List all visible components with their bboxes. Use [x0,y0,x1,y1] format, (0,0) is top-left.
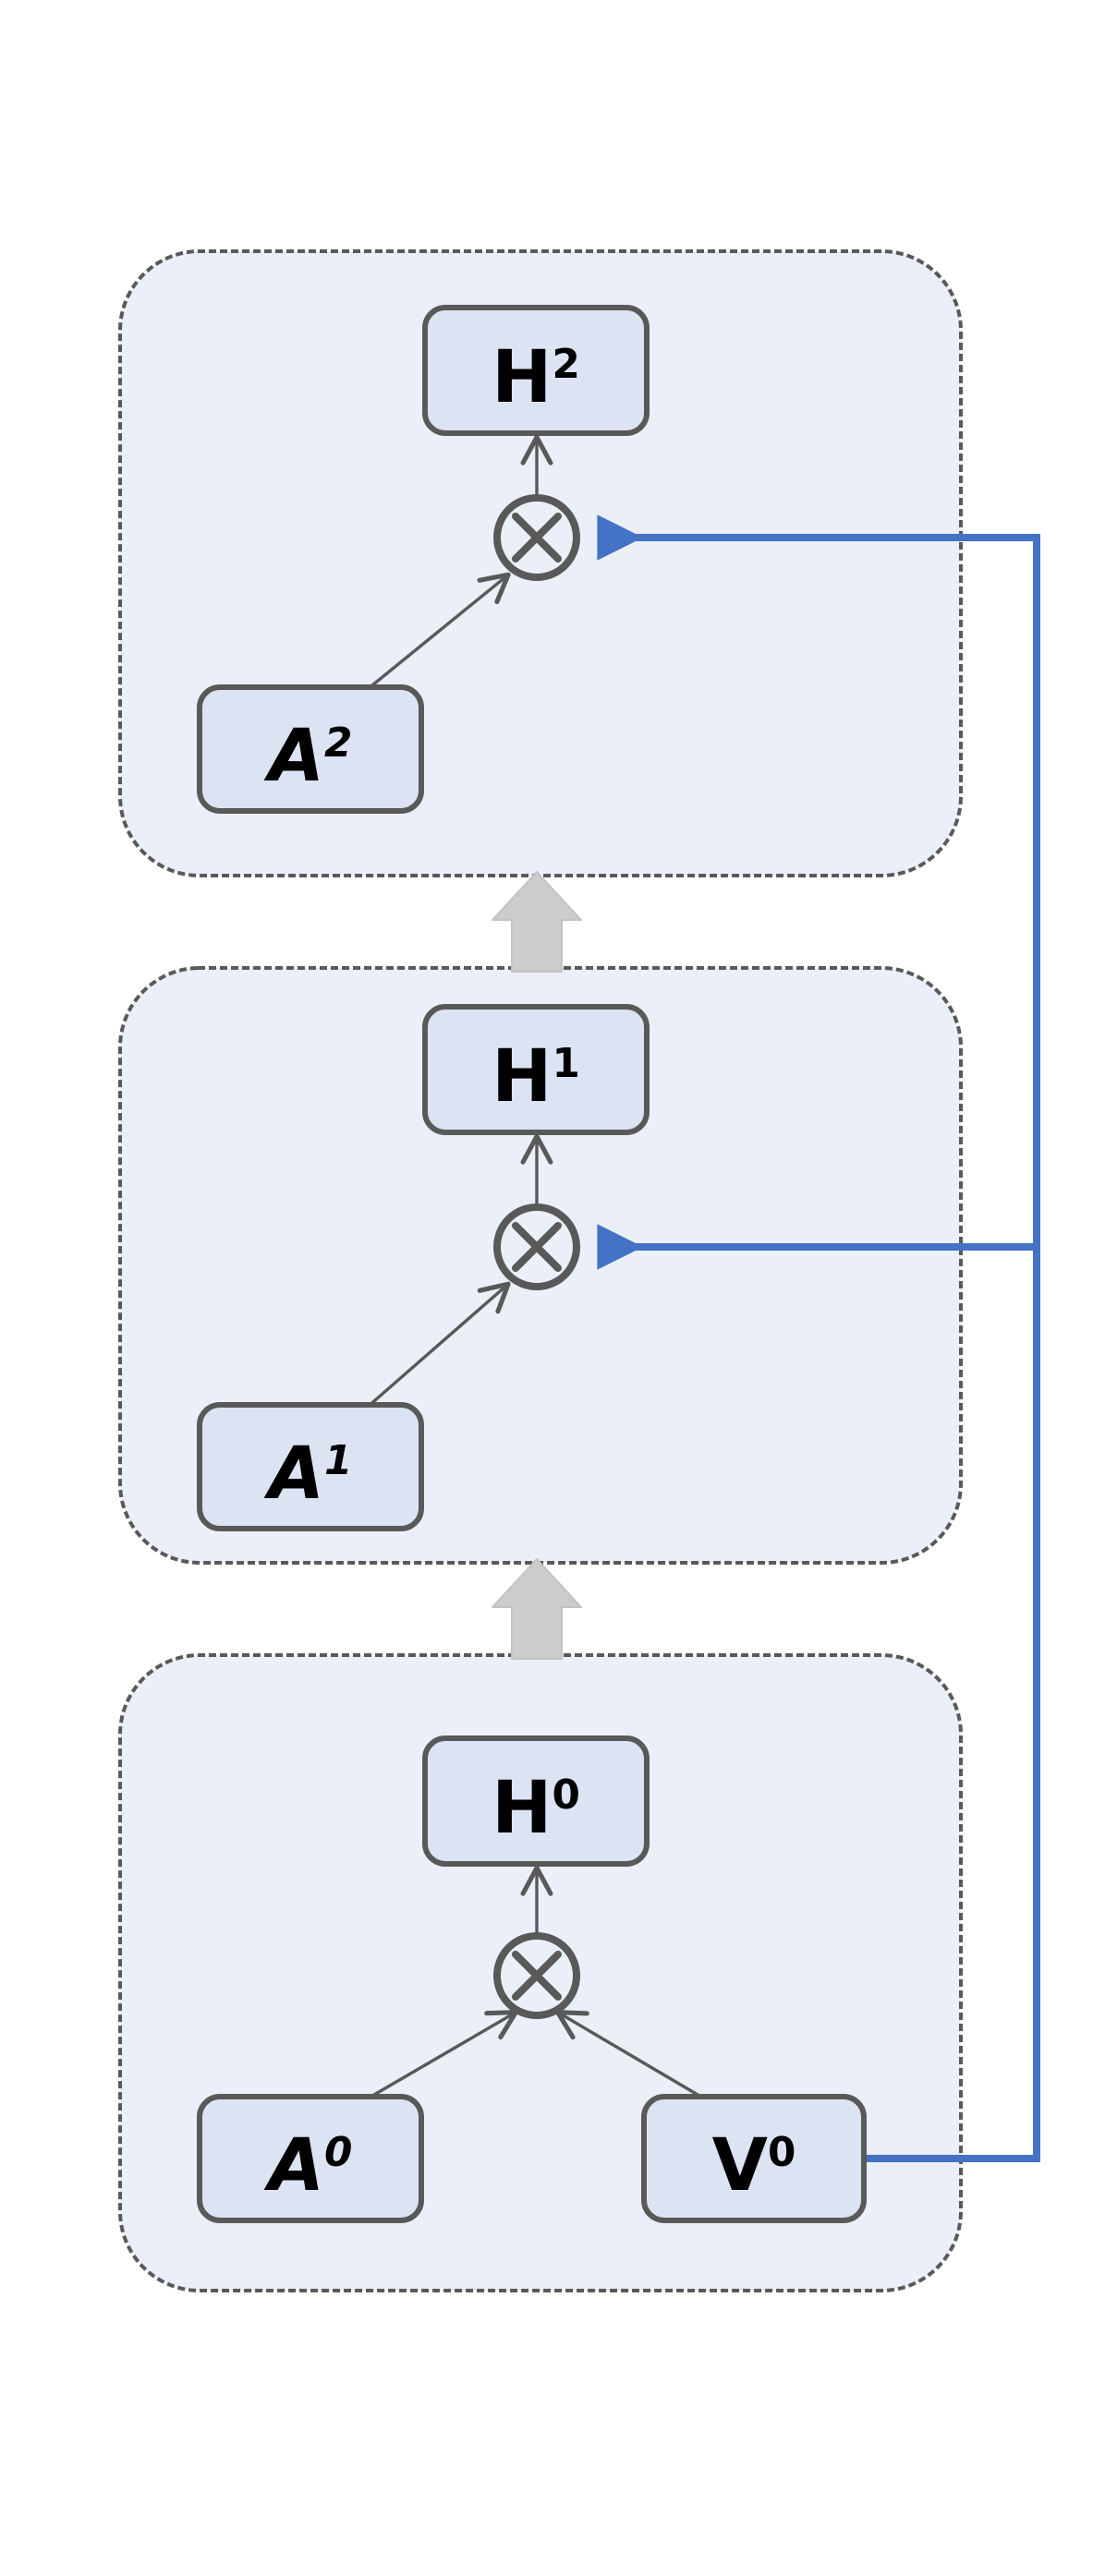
edge-a2-to-mul2 [366,572,511,691]
multiply-cross-icon [512,513,562,562]
stage-arrow-up-lower-icon [492,1558,582,1660]
node-a1-box [197,1402,424,1531]
node-v0[interactable]: V0 [641,2094,867,2223]
node-a2-label: A2 [263,715,353,798]
node-a0[interactable]: A0 [197,2094,424,2223]
operator-multiply-2[interactable] [493,494,580,581]
edge-v0-to-mul0 [555,2010,705,2100]
edge-a1-to-mul1 [366,1281,511,1409]
node-h1[interactable]: H1 [422,1004,650,1135]
node-h2[interactable]: H2 [422,305,650,436]
multiply-cross-icon [512,1951,562,2001]
node-h1-label: H1 [492,1035,580,1119]
node-a0-box [197,2094,424,2223]
operator-multiply-0[interactable] [493,1932,580,2019]
node-a2-box [197,684,424,814]
node-h0-label: H0 [492,1767,580,1850]
node-h0[interactable]: H0 [422,1735,650,1867]
node-h2-label: H2 [492,336,580,419]
node-a1[interactable]: A1 [197,1402,424,1531]
node-a1-label: A1 [263,1433,353,1516]
node-h2-box [422,305,650,436]
node-h1-box [422,1004,650,1135]
node-v0-box [641,2094,867,2223]
node-h0-box [422,1735,650,1867]
stage-arrow-up-upper-icon [492,871,582,973]
multiply-cross-icon [512,1222,562,1272]
node-a2[interactable]: A2 [197,684,424,814]
operator-multiply-1[interactable] [493,1203,580,1290]
node-v0-label: V0 [712,2124,796,2207]
feedback-route-v0-to-mul2 [597,514,1040,2162]
edge-a0-to-mul0 [367,2010,518,2100]
node-a0-label: A0 [263,2124,353,2207]
